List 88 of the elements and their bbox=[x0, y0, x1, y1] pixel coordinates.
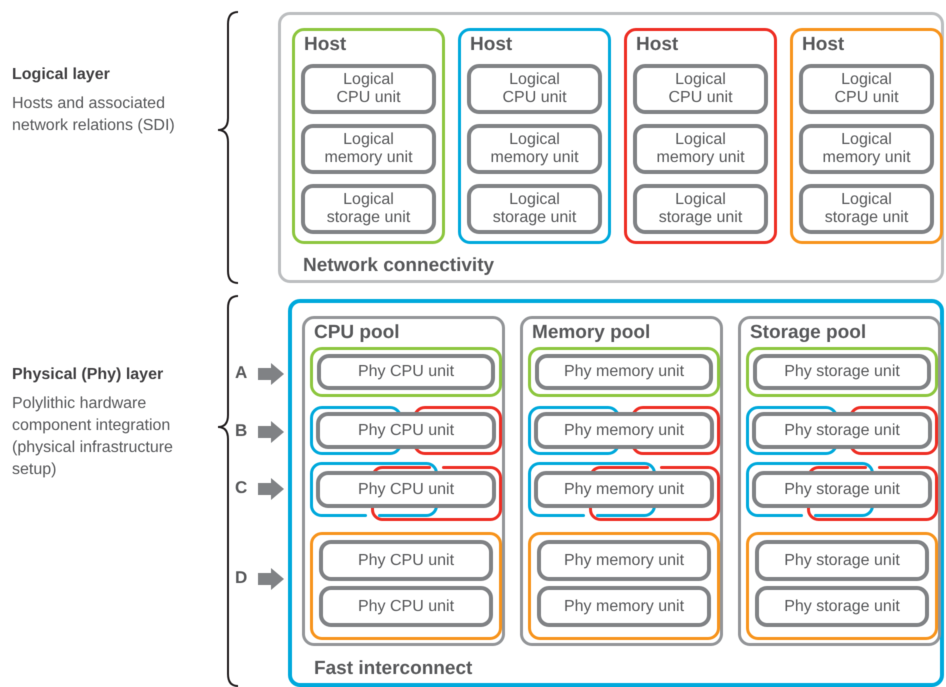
unit-label: Phy storage unit bbox=[784, 363, 900, 381]
unit-box bbox=[316, 412, 496, 449]
unit-box bbox=[301, 124, 436, 174]
unit-label: Phy CPU unit bbox=[358, 422, 454, 440]
unit-box bbox=[755, 540, 929, 581]
row-letter: D bbox=[235, 568, 248, 588]
group-outline bbox=[746, 462, 874, 517]
unit-label: Phy CPU unit bbox=[358, 480, 454, 498]
heading: CPU pool bbox=[314, 322, 400, 344]
unit-label: Phy storage unit bbox=[784, 552, 900, 570]
layer-panel bbox=[288, 299, 944, 687]
layer-title: Physical (Phy) layer bbox=[12, 365, 164, 385]
row-letter: B bbox=[235, 421, 248, 441]
unit-label: Phy storage unit bbox=[784, 598, 900, 616]
unit-label: Phy storage unit bbox=[784, 480, 900, 498]
group-outline bbox=[528, 532, 720, 640]
unit-label: Phy memory unit bbox=[564, 480, 684, 498]
unit-label: Logical storage unit bbox=[326, 191, 412, 227]
unit-box bbox=[534, 471, 714, 508]
unit-box bbox=[467, 184, 602, 234]
unit-label: Phy memory unit bbox=[564, 598, 684, 616]
heading: Host bbox=[304, 34, 346, 56]
heading: Storage pool bbox=[750, 322, 866, 344]
unit-label: Logical storage unit bbox=[492, 191, 578, 227]
unit-box bbox=[319, 586, 493, 627]
unit-box bbox=[301, 64, 436, 114]
unit-box bbox=[537, 586, 711, 627]
heading: Fast interconnect bbox=[314, 658, 472, 680]
heading: Network connectivity bbox=[303, 255, 494, 277]
unit-label: Phy memory unit bbox=[564, 363, 684, 381]
unit-box bbox=[467, 124, 602, 174]
unit-box bbox=[319, 540, 493, 581]
unit-label: Phy storage unit bbox=[784, 422, 900, 440]
unit-box bbox=[301, 184, 436, 234]
group-outline bbox=[528, 462, 656, 517]
group-outline bbox=[310, 532, 502, 640]
row-letter: C bbox=[235, 478, 248, 498]
unit-label: Phy CPU unit bbox=[358, 598, 454, 616]
unit-box bbox=[633, 124, 768, 174]
unit-box bbox=[537, 540, 711, 581]
unit-box bbox=[316, 471, 496, 508]
unit-label: Logical memory unit bbox=[323, 131, 414, 167]
pool-box bbox=[292, 28, 445, 244]
unit-box bbox=[317, 354, 495, 390]
unit-label: Logical CPU unit bbox=[833, 71, 900, 107]
unit-box bbox=[752, 471, 932, 508]
unit-box bbox=[467, 64, 602, 114]
unit-box bbox=[753, 354, 931, 390]
pool-box bbox=[302, 316, 505, 646]
unit-label: Phy memory unit bbox=[564, 552, 684, 570]
pool-box bbox=[790, 28, 943, 244]
pool-box bbox=[520, 316, 723, 646]
unit-box bbox=[752, 412, 932, 449]
unit-label: Logical storage unit bbox=[658, 191, 744, 227]
unit-label: Phy CPU unit bbox=[358, 363, 454, 381]
pool-box bbox=[738, 316, 941, 646]
unit-box bbox=[799, 64, 934, 114]
heading: Host bbox=[802, 34, 844, 56]
unit-label: Phy CPU unit bbox=[358, 552, 454, 570]
layer-description: Polylithic hardware component integration (physical infrastructure setup) bbox=[12, 394, 174, 480]
unit-box bbox=[799, 124, 934, 174]
layer-description: Hosts and associated network relations (SDI) bbox=[12, 94, 176, 136]
unit-label: Logical memory unit bbox=[821, 131, 912, 167]
layer-title: Logical layer bbox=[12, 65, 110, 85]
heading: Memory pool bbox=[532, 322, 650, 344]
unit-box bbox=[633, 64, 768, 114]
unit-label: Logical storage unit bbox=[824, 191, 910, 227]
unit-label: Logical memory unit bbox=[489, 131, 580, 167]
unit-label: Logical memory unit bbox=[655, 131, 746, 167]
unit-label: Logical CPU unit bbox=[667, 71, 734, 107]
unit-box bbox=[755, 586, 929, 627]
unit-label: Logical CPU unit bbox=[501, 71, 568, 107]
pool-box bbox=[458, 28, 611, 244]
heading: Host bbox=[470, 34, 512, 56]
unit-box bbox=[799, 184, 934, 234]
group-outline bbox=[746, 347, 938, 397]
heading: Host bbox=[636, 34, 678, 56]
unit-box bbox=[535, 354, 713, 390]
pool-box bbox=[624, 28, 777, 244]
unit-box bbox=[534, 412, 714, 449]
group-outline bbox=[746, 532, 938, 640]
group-outline bbox=[310, 347, 502, 397]
row-letter: A bbox=[235, 363, 248, 383]
unit-label: Phy memory unit bbox=[564, 422, 684, 440]
group-outline bbox=[528, 347, 720, 397]
layer-panel bbox=[278, 12, 944, 283]
unit-box bbox=[633, 184, 768, 234]
unit-label: Logical CPU unit bbox=[335, 71, 402, 107]
